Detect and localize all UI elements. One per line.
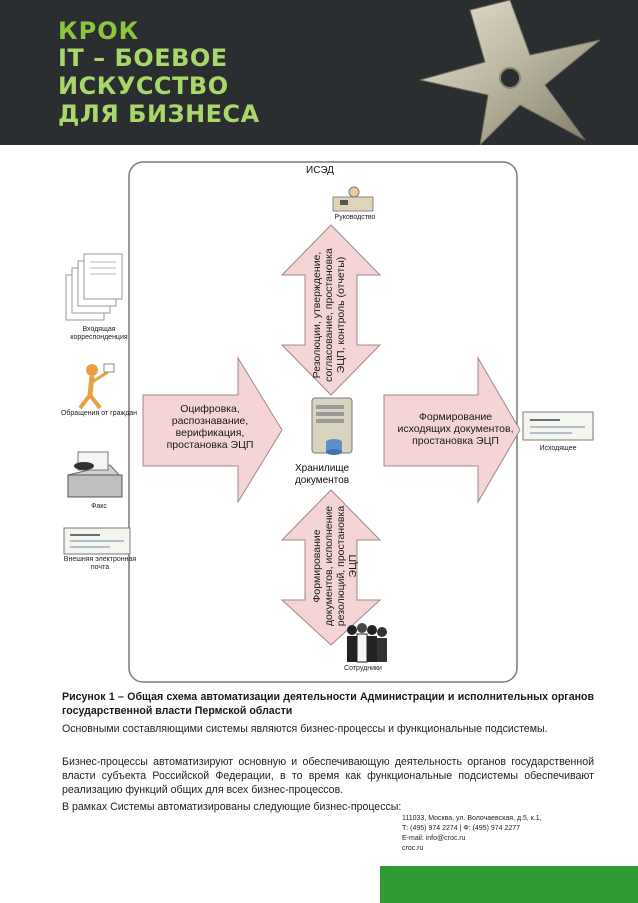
storage-label: Хранилище документов [294, 463, 350, 486]
management-label: Руководство [334, 214, 376, 221]
left-arrow-text: Оцифровка, распознавание, верификация, п… [166, 403, 254, 451]
ised-title: ИСЭД [306, 165, 334, 176]
right-arrow-text: Формирование исходящих документов, прост… [397, 411, 514, 447]
tagline-line-2: ИСКУССТВО [58, 72, 229, 100]
outgoing-document-icon [522, 411, 594, 441]
manager-icon [332, 186, 374, 212]
employees-label: Сотрудники [344, 665, 382, 672]
footer-bar [380, 866, 638, 903]
footer-site: croc.ru [402, 845, 424, 852]
workflow-diagram [63, 161, 594, 683]
citizen-icon [78, 363, 115, 410]
paragraph-3: В рамках Системы автоматизированы следую… [62, 801, 402, 813]
shuriken-logo-icon [419, 0, 601, 145]
citizen-requests-label: Обращения от граждан [60, 410, 138, 417]
top-arrow [280, 224, 382, 396]
email-icon [63, 527, 131, 555]
page-header: КРОК IT – БОЕВОЕ ИСКУССТВО ДЛЯ БИЗНЕСА [0, 0, 638, 145]
brand-name: КРОК [58, 17, 140, 45]
employees-icon [347, 623, 387, 663]
footer-email: E-mail: info@croc.ru [402, 835, 466, 842]
tagline-line-3: ДЛЯ БИЗНЕСА [58, 100, 260, 128]
footer-contacts: 111033, Москва, ул. Волочаевская, д.5, к… [402, 814, 542, 854]
fax-label: Факс [91, 503, 107, 510]
right-arrow [383, 356, 521, 504]
top-arrow-text: Резолюции, утверждение, согласование, пр… [311, 248, 347, 382]
paragraph-1: Основными составляющими системы являются… [62, 723, 548, 735]
brand-block: КРОК IT – БОЕВОЕ ИСКУССТВО ДЛЯ БИЗНЕСА [58, 18, 260, 128]
figure-caption: Рисунок 1 – Общая схема автоматизации де… [62, 691, 594, 717]
fax-icon [67, 451, 123, 498]
external-email-label: Внешняя электронная почта [63, 556, 137, 571]
footer-phone: Т: (495) 974 2274 | Ф: (495) 974 2277 [402, 825, 521, 832]
footer-address: 111033, Москва, ул. Волочаевская, д.5, к… [402, 815, 542, 822]
incoming-mail-label: Входящая корреспонденция [70, 326, 128, 341]
tagline-line-1: IT – БОЕВОЕ [58, 44, 228, 72]
server-icon [311, 397, 353, 455]
bottom-arrow-text: Формирование документов, исполнение резо… [311, 505, 359, 627]
documents-icon [65, 253, 123, 321]
bottom-arrow [280, 489, 382, 646]
paragraph-2: Бизнес-процессы автоматизируют основную … [62, 756, 594, 796]
outgoing-label: Исходящее [539, 445, 577, 452]
left-arrow [142, 356, 283, 504]
